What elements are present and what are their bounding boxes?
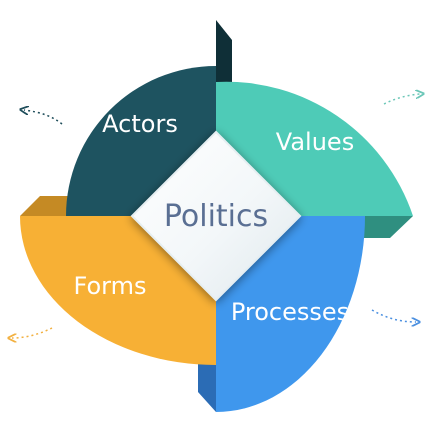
processes-petal[interactable] [216, 216, 365, 412]
forms-label: Forms [74, 272, 147, 300]
arrow-bottom-left [12, 327, 53, 338]
center-diamond-shape [130, 130, 302, 302]
actors-label: Actors [102, 110, 178, 138]
forms-petal[interactable] [20, 216, 216, 365]
arrow-top-right [383, 94, 420, 105]
values-label: Values [276, 128, 354, 156]
center-label: Politics [164, 199, 268, 234]
center-diamond[interactable] [130, 130, 302, 302]
arrow-top-left [24, 110, 63, 125]
arrow-bottom-right [371, 309, 416, 322]
processes-label: Processes [231, 298, 349, 326]
